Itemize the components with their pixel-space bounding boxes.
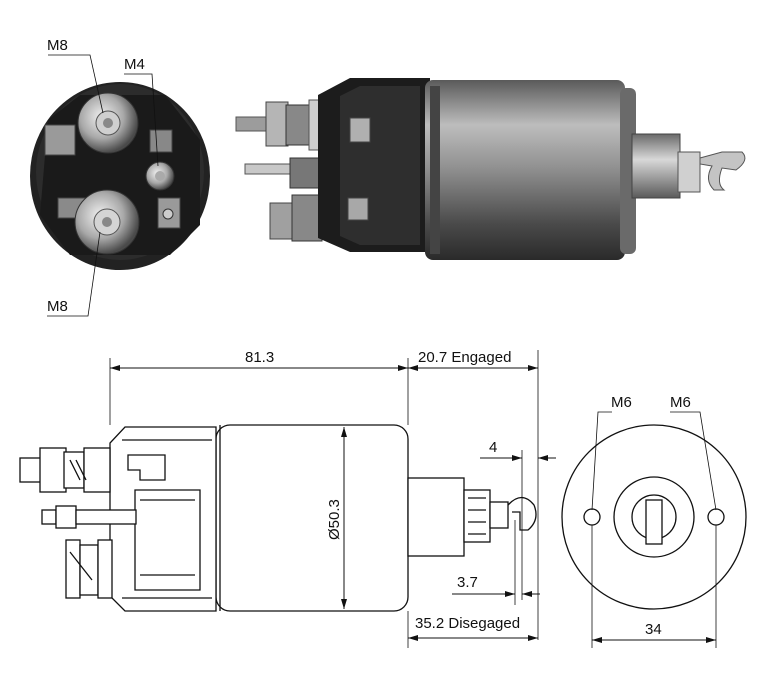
dim-overall-length: 81.3 [245, 349, 274, 366]
bracket-left [44, 124, 76, 156]
dim-m6-left: M6 [611, 394, 632, 411]
dim-plunger-gap: 4 [489, 439, 497, 456]
dim-diameter: Ø50.3 [326, 499, 343, 540]
drawing-can [215, 424, 409, 612]
side-dimensions: 81.3 20.7 Engaged 4 Ø50.3 3.7 35.2 Diseg… [109, 349, 556, 648]
label-m4: M4 [124, 56, 145, 73]
front-dimensions: M6 M6 34 [591, 394, 717, 648]
side-technical-drawing [19, 424, 537, 612]
mount-hole-right [707, 508, 725, 526]
drawing-hook [507, 496, 537, 531]
solenoid-can [425, 80, 625, 260]
label-m8-bottom: M8 [47, 298, 68, 315]
dim-engaged: 20.7 Engaged [418, 349, 511, 366]
front-technical-drawing [561, 424, 747, 610]
plunger [631, 133, 681, 199]
dim-m6-right: M6 [670, 394, 691, 411]
side-view-photo [235, 78, 746, 260]
mount-hole-left [583, 508, 601, 526]
stud-bottom [269, 202, 295, 240]
label-m8-top: M8 [47, 37, 68, 54]
photo-callouts: M8 M4 M8 [47, 37, 159, 317]
dim-hook-offset: 3.7 [457, 574, 478, 591]
drawing-plunger [407, 477, 465, 557]
plunger-hook [699, 151, 746, 191]
dim-disengaged: 35.2 Disegaged [415, 615, 520, 632]
end-view-photo [30, 82, 210, 270]
dim-mount-spacing: 34 [645, 621, 662, 638]
